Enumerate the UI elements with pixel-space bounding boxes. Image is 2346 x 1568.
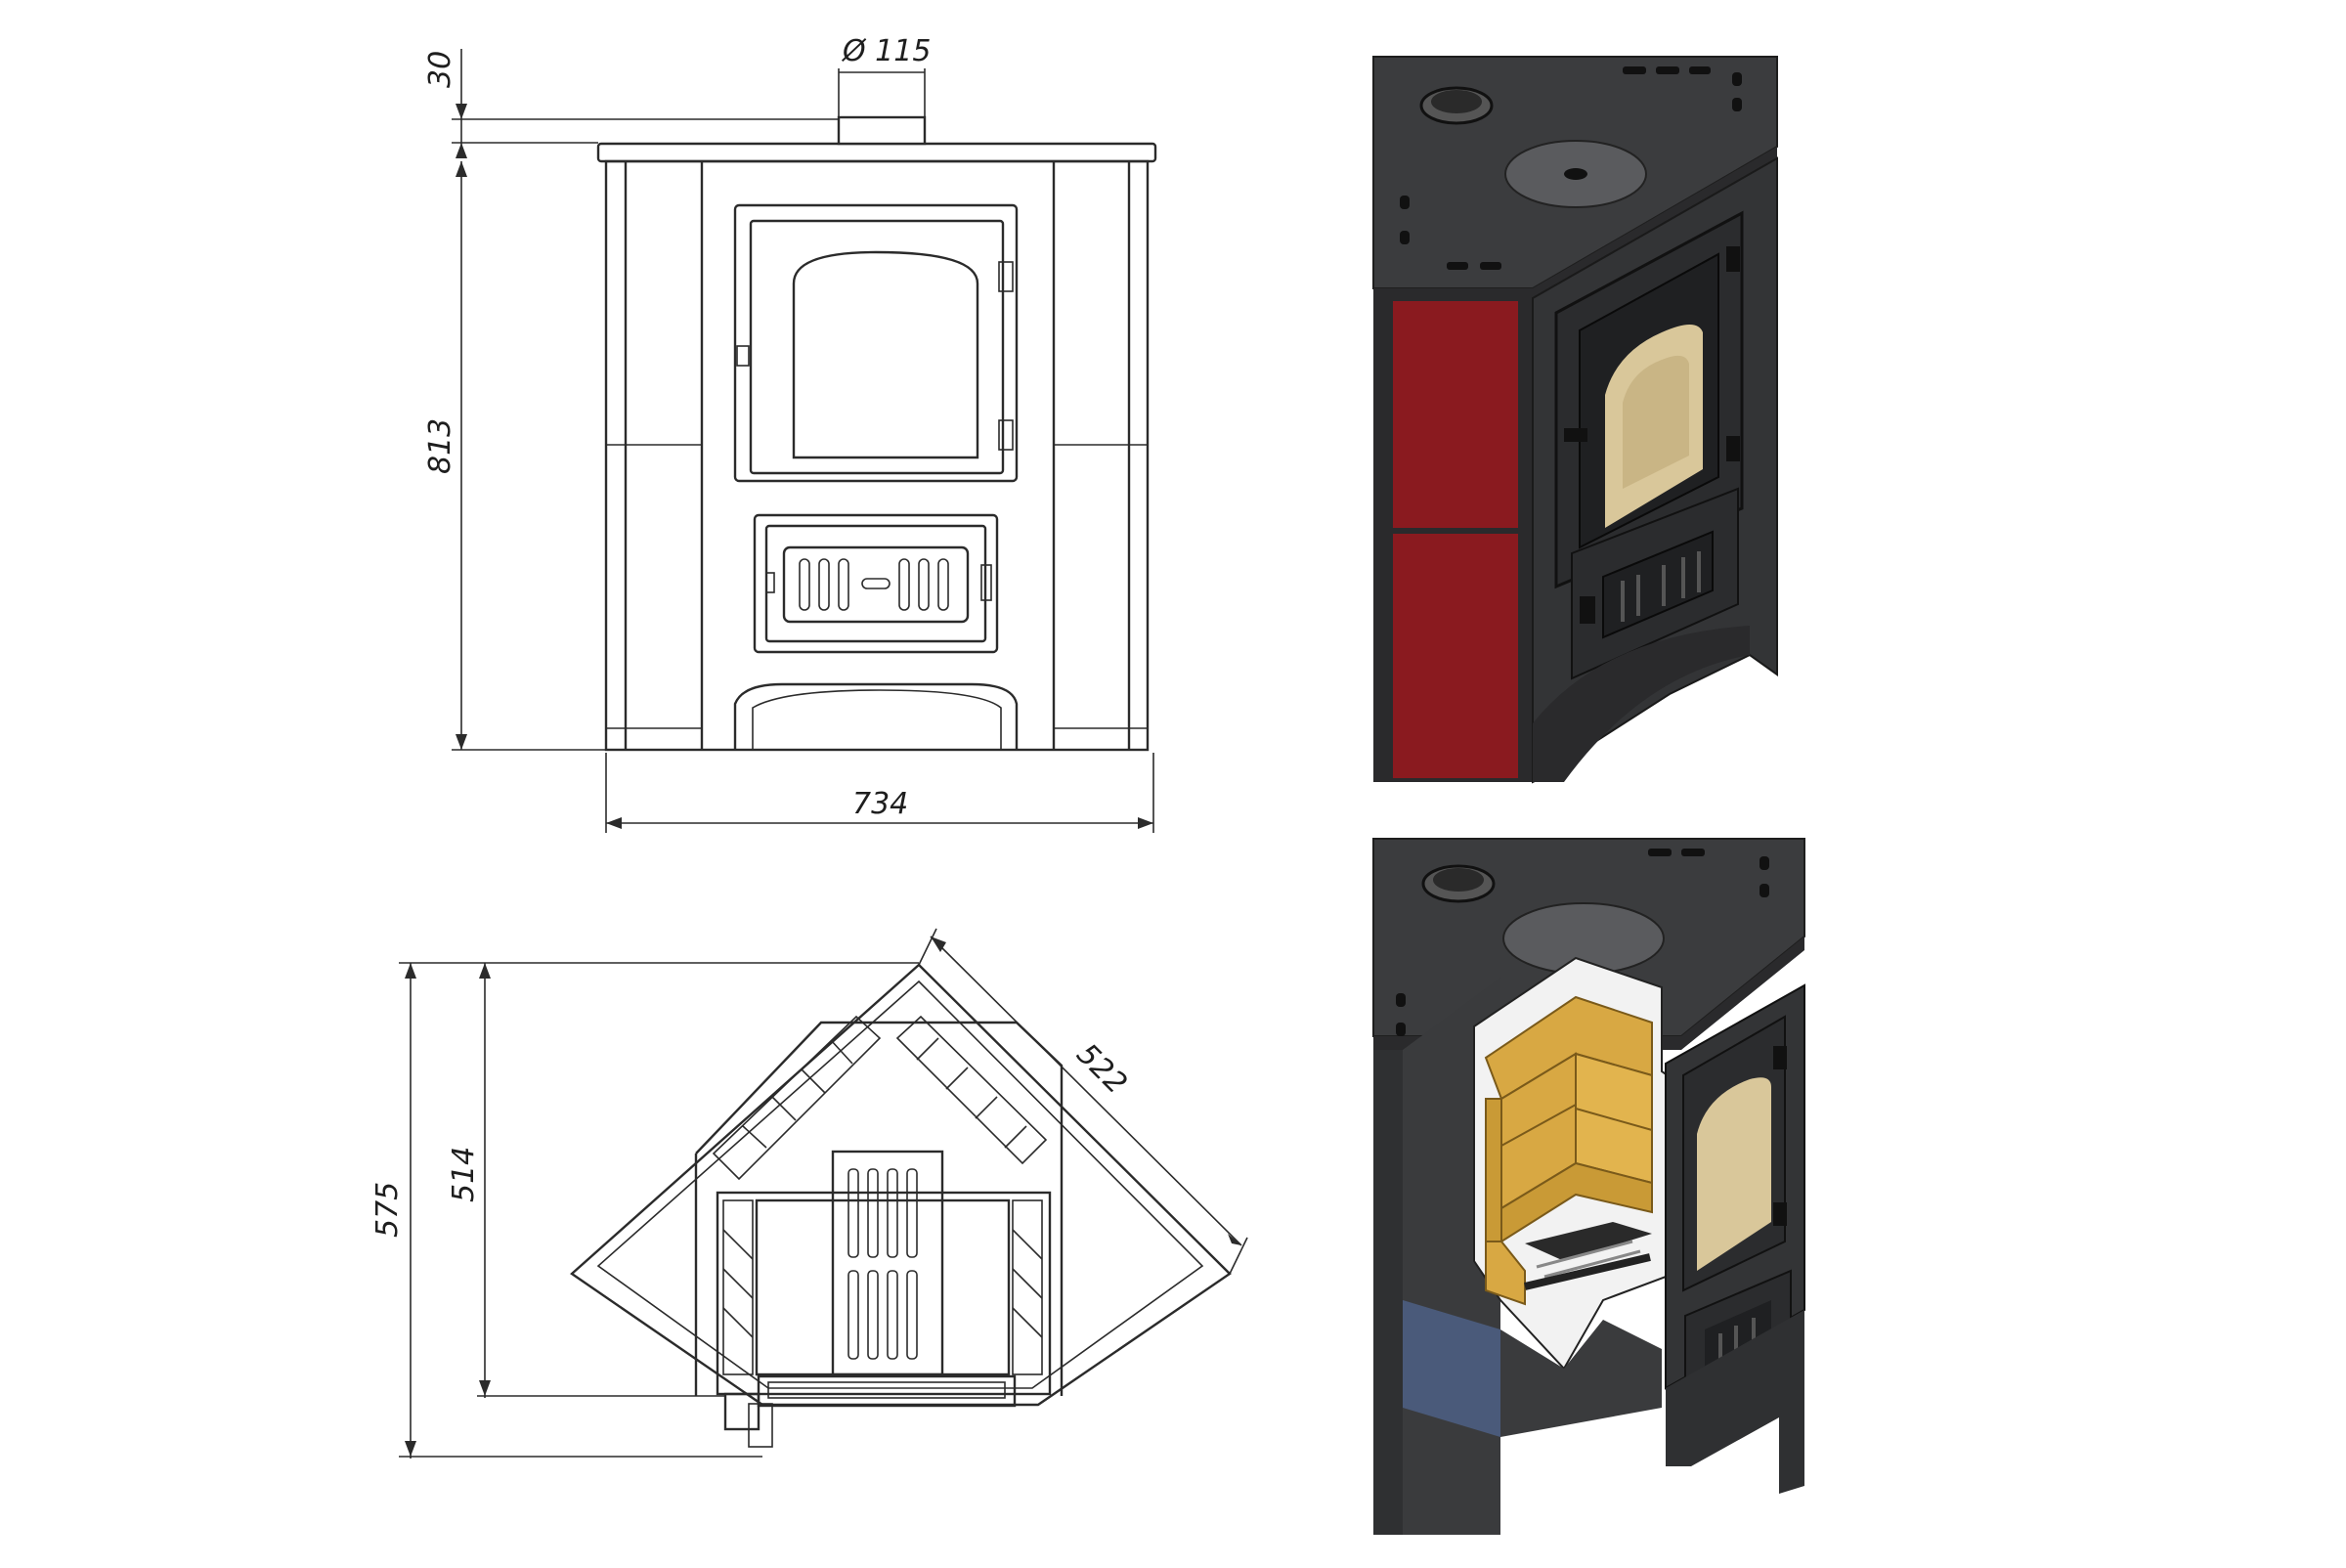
plan-firebricks bbox=[712, 1015, 1052, 1396]
height-label: 813 bbox=[423, 418, 457, 474]
cutaway-door-glass bbox=[1697, 1077, 1771, 1271]
depth-outer-label: 575 bbox=[370, 1182, 405, 1238]
plan-dimensions: 575 514 522 bbox=[370, 928, 1248, 1459]
red-tile-panel-lower bbox=[1393, 534, 1518, 778]
stove-cutaway-render bbox=[1372, 838, 1805, 1535]
plan-view-drawing bbox=[570, 963, 1232, 1448]
firebrick-lining bbox=[1484, 995, 1653, 1306]
red-tile-panel-upper bbox=[1393, 301, 1518, 528]
side-length-label: 522 bbox=[1069, 1037, 1133, 1101]
width-label: 734 bbox=[852, 787, 908, 821]
depth-inner-label: 514 bbox=[447, 1147, 481, 1202]
front-elevation-drawing bbox=[596, 115, 1157, 752]
stove-exterior-render bbox=[1372, 56, 1778, 784]
flue-diameter-label: Ø 115 bbox=[841, 34, 931, 68]
front-dimensions: 30 813 Ø 115 734 bbox=[423, 34, 1154, 833]
plan-grate bbox=[831, 1150, 944, 1376]
cutaway-grate bbox=[1524, 1222, 1652, 1290]
ash-door-vent-slots bbox=[799, 558, 949, 611]
base-plinth bbox=[1403, 1300, 1500, 1437]
top-offset-label: 30 bbox=[423, 51, 457, 88]
